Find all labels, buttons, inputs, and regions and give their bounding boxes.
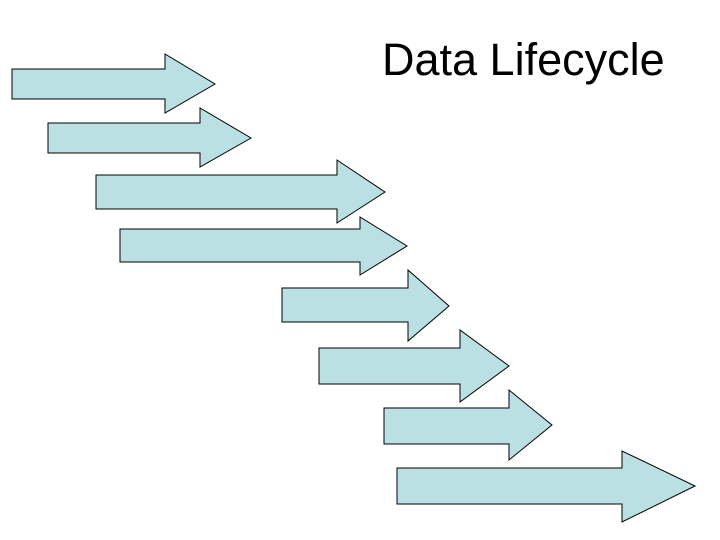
lifecycle-arrow-6[interactable] xyxy=(318,329,510,403)
lifecycle-arrow-8[interactable] xyxy=(396,450,697,523)
lifecycle-arrow-5[interactable] xyxy=(281,268,450,343)
lifecycle-arrow-1[interactable] xyxy=(11,53,216,114)
lifecycle-arrow-4[interactable] xyxy=(119,216,408,276)
lifecycle-arrow-3[interactable] xyxy=(95,159,386,224)
lifecycle-arrow-7[interactable] xyxy=(383,388,553,462)
lifecycle-arrow-2[interactable] xyxy=(47,107,252,168)
slide-title: Data Lifecycle xyxy=(382,34,665,85)
